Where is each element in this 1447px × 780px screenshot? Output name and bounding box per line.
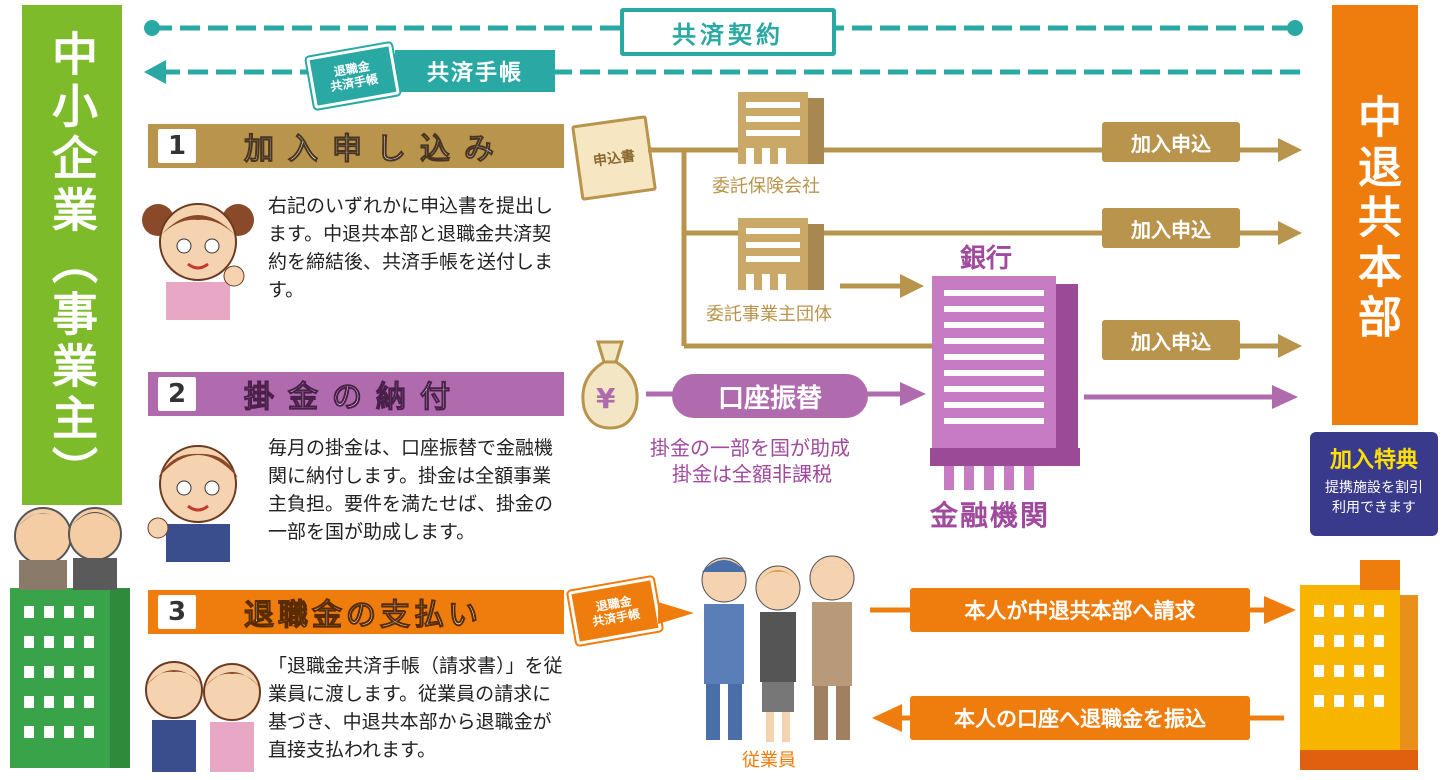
step-3-title: 退職金の支払い — [244, 598, 482, 634]
handbook-label: 共済手帳 — [395, 50, 555, 92]
retire-card-icon: 退職金 共済手帳 — [565, 574, 665, 648]
step-2-number: 2 — [158, 377, 196, 411]
money-bag-icon — [578, 338, 642, 430]
step-2-desc: 毎月の掛金は、口座振替で金融機関に納付します。掛金は全額事業主負担。要件を満たせ… — [268, 437, 554, 543]
left-building — [10, 588, 130, 768]
card-to-employee-arrow — [658, 602, 694, 624]
bank-bottom-label: 金融機関 — [930, 499, 1051, 532]
right-building — [1300, 555, 1418, 770]
step-3-number: 3 — [158, 595, 196, 629]
benefit-box — [1310, 432, 1438, 536]
step-2-title: 掛金の納付 — [244, 380, 464, 416]
claim-label: 本人が中退共本部へ請求 — [910, 588, 1250, 632]
benefit-title: 加入特典 — [1329, 448, 1418, 473]
group-label: 委託事業主団体 — [706, 304, 832, 325]
handbook-card-icon: 退職金 共済手帳 — [303, 40, 403, 112]
left-org-label: 中小企業（事業主） — [45, 30, 99, 498]
employees-label: 従業員 — [742, 750, 796, 771]
right-org-label: 中退共本部 — [1350, 94, 1401, 344]
step-1-number: 1 — [158, 129, 196, 163]
woman-character-icon — [138, 190, 258, 320]
bank-building-icon — [930, 276, 1080, 490]
group-building-icon — [738, 218, 828, 290]
insurer-building-icon — [738, 92, 828, 164]
apply-label-1: 加入申込 — [1102, 122, 1240, 162]
step-3-desc: 「退職金共済手帳（請求書）」を従業員に渡します。従業員の請求に基づき、中退共本部… — [268, 655, 563, 761]
payment-note-1: 掛金の一部を国が助成 — [650, 436, 850, 460]
apply-label-3: 加入申込 — [1102, 320, 1240, 360]
handbook-arrow — [144, 60, 1300, 84]
two-characters-icon — [140, 650, 264, 772]
man-character-icon — [138, 432, 258, 562]
step-1-title: 加入申し込み — [244, 132, 508, 168]
yen-symbol: ¥ — [596, 382, 616, 415]
payout-label: 本人の口座へ退職金を振込 — [910, 696, 1250, 740]
contract-label: 共済契約 — [620, 8, 836, 56]
benefit-desc: 提携施設を割引 利用できます — [1325, 480, 1423, 516]
bank-to-hq-arrow — [1084, 385, 1298, 409]
step-2-header: 2 掛金の納付 — [148, 372, 564, 416]
business-owner-figures — [5, 498, 130, 590]
apply-label-2: 加入申込 — [1102, 208, 1240, 248]
transfer-label: 口座振替 — [672, 374, 868, 418]
step-1-header: 1 加入申し込み — [148, 124, 564, 168]
insurer-label: 委託保険会社 — [712, 176, 820, 197]
left-org-column — [22, 5, 122, 505]
bank-title: 銀行 — [960, 244, 1013, 274]
building-windows-icon — [1300, 560, 1418, 770]
building-windows-icon — [24, 588, 130, 768]
step-3-header: 3 退職金の支払い — [148, 590, 564, 634]
right-org-column — [1332, 5, 1418, 425]
payment-note-2: 掛金は全額非課税 — [672, 462, 832, 486]
step-1-desc: 右記のいずれかに申込書を提出します。中退共本部と退職金共済契約を締結後、共済手帳… — [268, 195, 554, 301]
employees-icon — [694, 544, 864, 744]
